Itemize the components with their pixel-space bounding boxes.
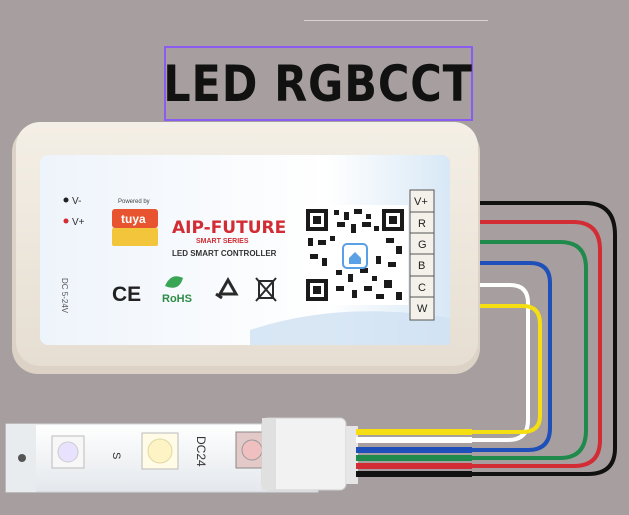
brand-series: SMART SERIES: [196, 238, 249, 245]
v-plus-label: V+: [72, 217, 85, 228]
top-divider: [304, 20, 488, 21]
wire-c: [430, 283, 530, 442]
strip-connector: [261, 417, 472, 491]
v-minus-dot: [63, 197, 69, 203]
terminal-r: R: [418, 218, 426, 230]
terminal-block: V+ R G B C W: [409, 189, 435, 321]
home-icon: [349, 252, 361, 264]
wire-w: [430, 304, 542, 434]
weee-bin-icon: [255, 277, 277, 302]
powered-by-label: Powered by: [118, 199, 150, 205]
product-name: LED SMART CONTROLLER: [172, 249, 277, 258]
wire-r: [430, 220, 602, 468]
page-title: LED RGBCCT: [163, 54, 474, 113]
terminal-c: C: [418, 282, 426, 294]
terminal-v-plus: V+: [414, 196, 428, 208]
tuya-logo: Powered by tuya: [112, 199, 158, 246]
wire-g: [430, 240, 588, 460]
recycle-icon: [215, 276, 239, 300]
v-plus-dot: [63, 218, 69, 224]
wire-b: [430, 261, 552, 452]
wire-v-plus: [430, 201, 617, 476]
terminal-g: G: [418, 239, 427, 251]
rohs-label: RoHS: [162, 293, 192, 305]
rohs-mark: RoHS: [162, 276, 192, 305]
brand-name: AIP-FUTURE: [172, 218, 286, 238]
tuya-logo-text: tuya: [121, 212, 146, 226]
wire-harness: [430, 201, 617, 476]
dc-voltage-label: DC 5-24V: [60, 278, 69, 314]
controller-box: V- V+ DC 5-24V Powered by tuya AIP-FUTUR…: [12, 122, 480, 374]
terminal-b: B: [418, 260, 425, 272]
qr-code: [302, 205, 408, 305]
terminal-w: W: [417, 303, 428, 315]
ce-mark: CE: [112, 283, 141, 306]
v-minus-label: V-: [72, 196, 81, 207]
strip-label-s: S: [110, 452, 122, 459]
title-frame: LED RGBCCT: [164, 46, 473, 121]
strip-label-dc: DC24: [194, 436, 208, 467]
